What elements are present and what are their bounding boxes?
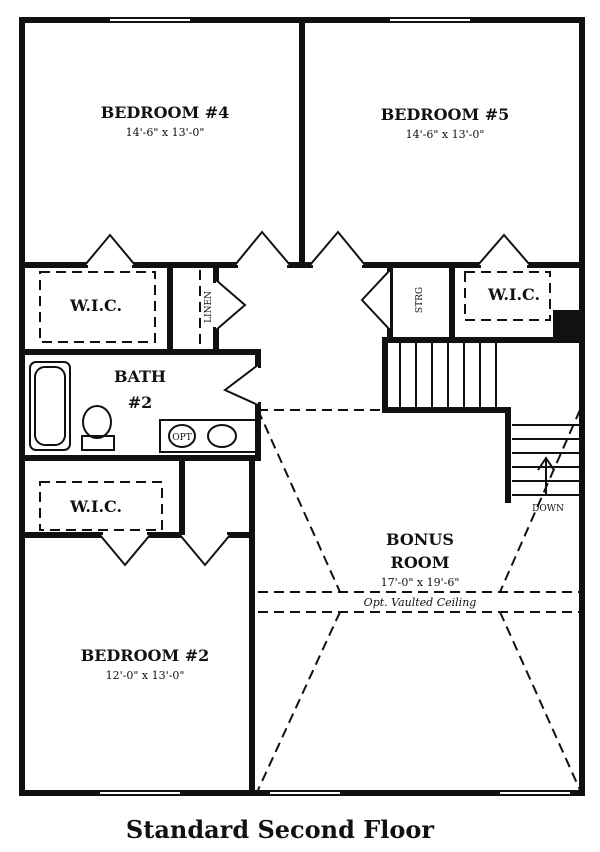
bonus-dims: 17'-0" x 19'-6" [381,576,460,589]
wic-lower-shelf [39,481,163,531]
chimney-block [553,310,581,340]
wic-left-shelf [39,271,156,343]
bath-label-line2: #2 [128,393,153,412]
opt-label: OPT [172,433,191,443]
strg-label: STRG [415,287,425,313]
bedroom-4-label: BEDROOM #4 [101,103,230,122]
vaulted-ceiling-lines [257,409,581,791]
wic-lower-label: W.I.C. [69,497,122,516]
bedroom-4-dims: 14'-6" x 13'-0" [126,126,205,139]
bonus-note: Opt. Vaulted Ceiling [364,596,477,609]
bedroom-2-dims: 12'-0" x 13'-0" [106,669,185,682]
down-label: DOWN [532,504,564,514]
staircase [399,343,580,496]
bedroom-2-label: BEDROOM #2 [81,646,210,665]
linen-label: LINEN [204,291,214,323]
windows [100,19,570,794]
bedroom-5-label: BEDROOM #5 [381,105,510,124]
bonus-label-line1: BONUS [386,530,454,549]
wic-right-shelf [464,271,551,321]
doors [84,230,531,567]
plan-title: Standard Second Floor [126,815,435,844]
bedroom-5-dims: 14'-6" x 13'-0" [406,128,485,141]
wic-right-label: W.I.C. [487,285,540,304]
wic-left-label: W.I.C. [69,296,122,315]
bath-label-line1: BATH [114,367,166,386]
bath-fixtures [29,361,257,453]
bonus-label-line2: ROOM [391,553,450,572]
